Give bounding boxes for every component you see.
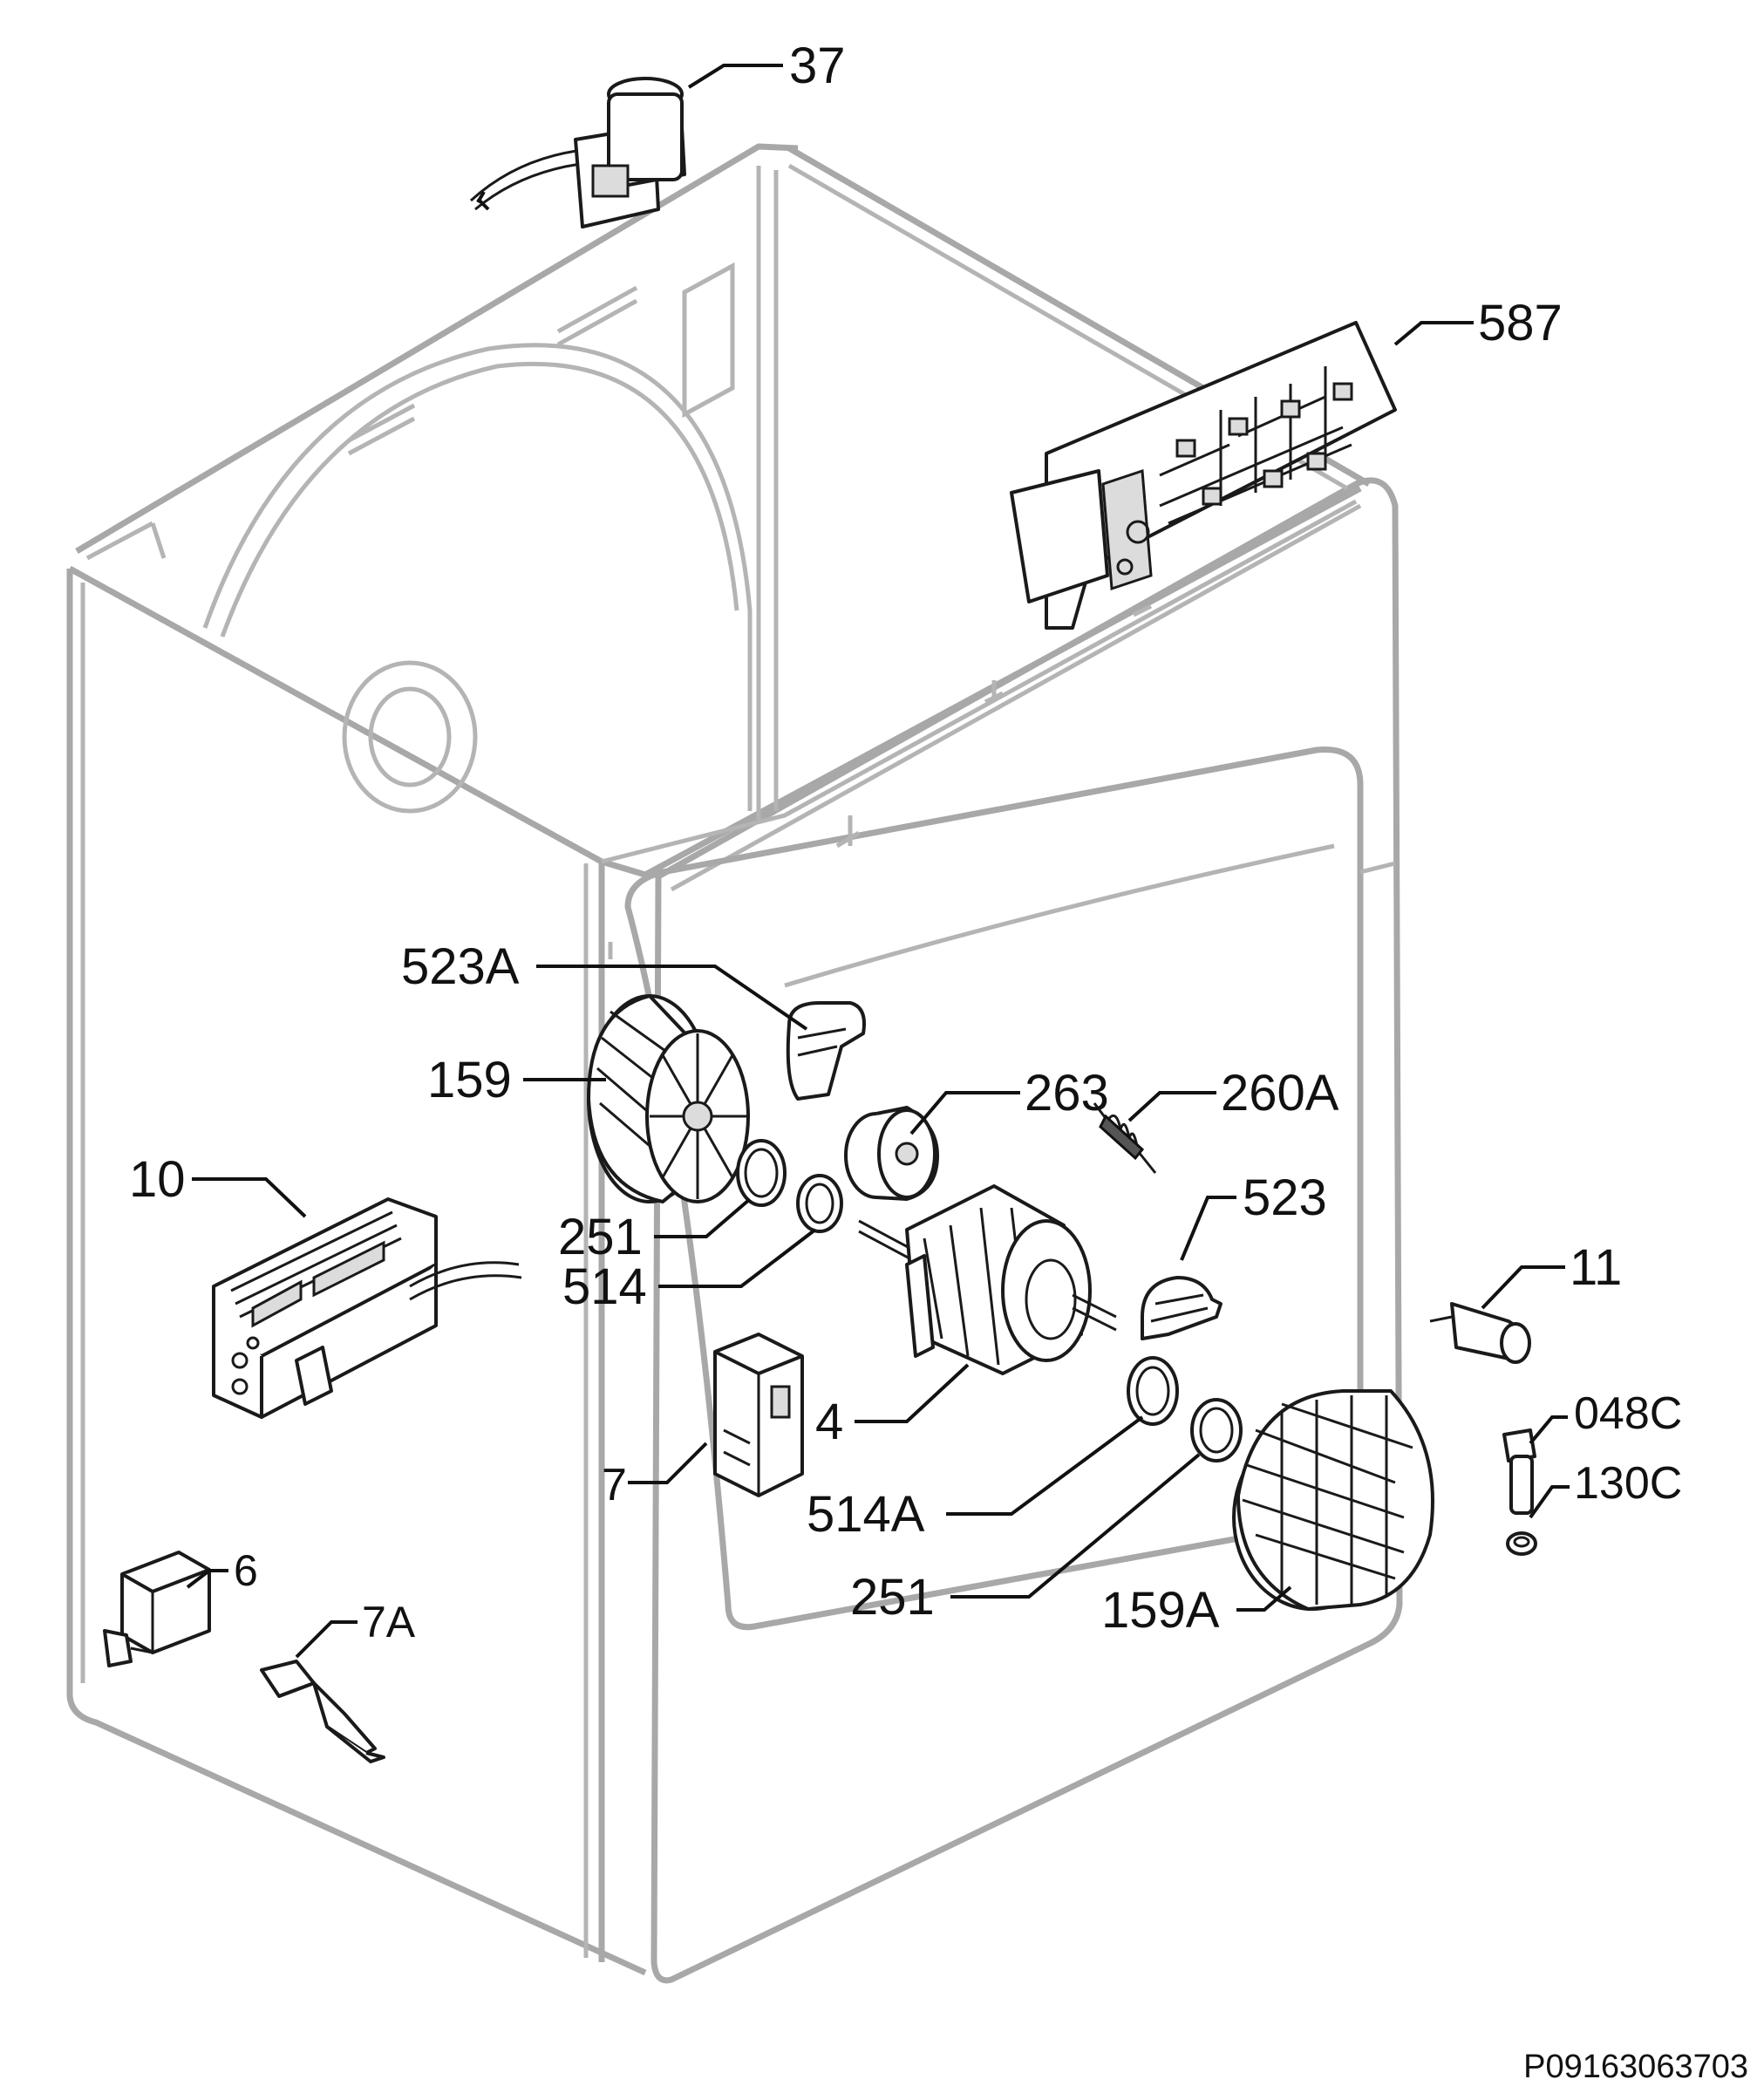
part-159-fan-impeller bbox=[587, 994, 750, 1203]
label-263: 263 bbox=[1025, 1065, 1109, 1121]
leader-lines bbox=[186, 64, 1570, 1659]
label-514A: 514A bbox=[807, 1486, 925, 1543]
part-number-labels: 37 587 523A 159 263 260A 10 251 514 523 … bbox=[129, 37, 1682, 1646]
label-159: 159 bbox=[427, 1052, 512, 1108]
diagram-code: P09163063703 bbox=[1523, 2049, 1748, 2085]
label-4: 4 bbox=[815, 1394, 843, 1450]
label-260A: 260A bbox=[1221, 1065, 1339, 1121]
part-4-motor bbox=[858, 1184, 1117, 1375]
part-260A-tension-spring bbox=[1093, 1102, 1157, 1174]
label-159A: 159A bbox=[1101, 1582, 1220, 1639]
part-263-pulley bbox=[844, 1106, 939, 1201]
cabinet-housing bbox=[66, 143, 1403, 1984]
part-251-514-front-seals bbox=[736, 1139, 843, 1233]
label-6: 6 bbox=[234, 1546, 258, 1595]
label-251-front: 251 bbox=[558, 1209, 643, 1265]
label-587: 587 bbox=[1478, 295, 1563, 351]
label-130C: 130C bbox=[1574, 1458, 1682, 1509]
part-7-door-lock bbox=[713, 1333, 804, 1497]
label-251-rear: 251 bbox=[850, 1569, 935, 1626]
part-37-filter-capacitor bbox=[469, 77, 686, 228]
part-587-control-board bbox=[1010, 321, 1397, 630]
part-7A-microswitch bbox=[260, 1660, 385, 1763]
label-523A: 523A bbox=[401, 938, 520, 995]
part-159A-blower-wheel bbox=[1232, 1389, 1434, 1611]
label-048C: 048C bbox=[1574, 1388, 1682, 1439]
part-048C-130C-components bbox=[1502, 1428, 1537, 1556]
label-10: 10 bbox=[129, 1151, 186, 1208]
label-37: 37 bbox=[789, 37, 846, 94]
part-6-actuator bbox=[103, 1551, 211, 1667]
label-11: 11 bbox=[1570, 1239, 1622, 1296]
label-523: 523 bbox=[1243, 1169, 1327, 1226]
label-7: 7 bbox=[602, 1460, 627, 1510]
part-514A-251-rear-seals bbox=[1127, 1356, 1243, 1462]
part-10-heater bbox=[212, 1197, 522, 1419]
label-514: 514 bbox=[562, 1258, 647, 1315]
part-523-rear-bracket bbox=[1141, 1276, 1223, 1340]
part-11-capacitor bbox=[1429, 1302, 1531, 1364]
label-7A: 7A bbox=[362, 1598, 416, 1646]
part-523A-bearing-bracket bbox=[786, 1001, 866, 1101]
